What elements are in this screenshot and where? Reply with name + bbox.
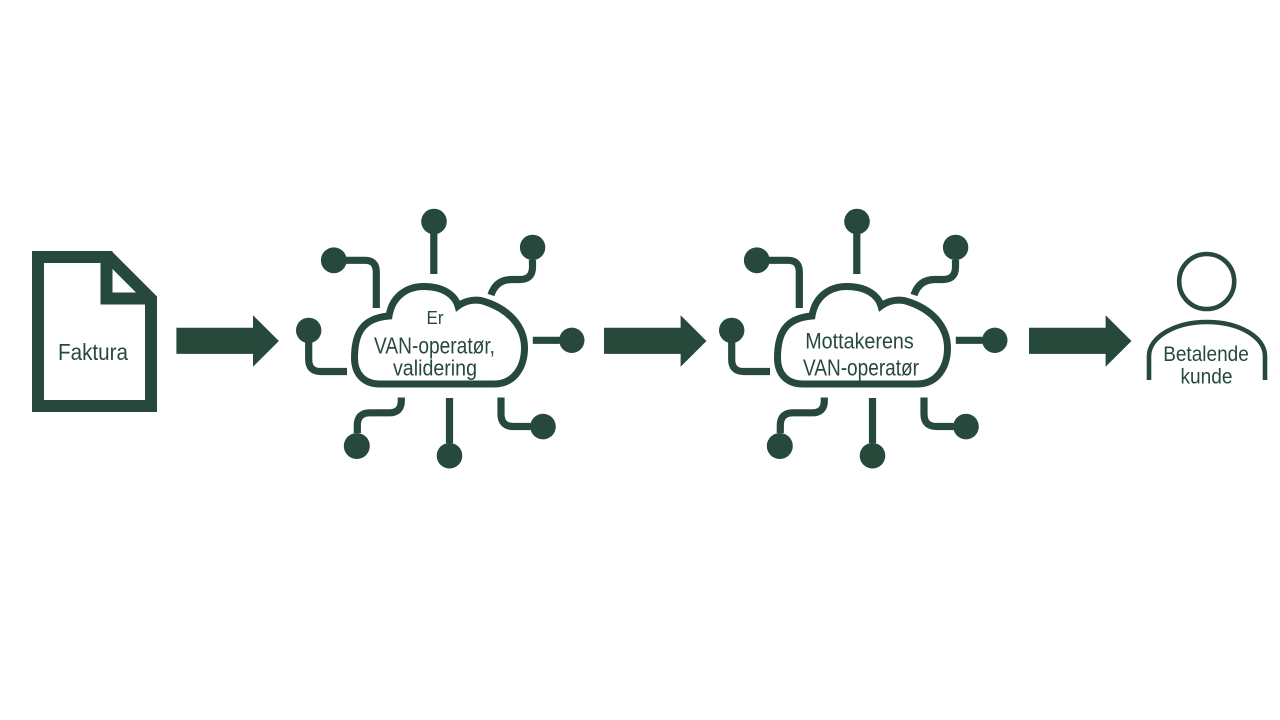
svg-text:VAN-operatør: VAN-operatør [803,355,919,381]
svg-text:Faktura: Faktura [58,339,129,365]
svg-text:kunde: kunde [1181,364,1233,388]
svg-text:Mottakerens: Mottakerens [805,329,914,354]
svg-text:VAN-operatør,: VAN-operatør, [374,333,495,359]
svg-text:Er: Er [427,308,444,328]
svg-text:validering: validering [393,356,477,381]
svg-text:Betalende: Betalende [1163,342,1249,366]
